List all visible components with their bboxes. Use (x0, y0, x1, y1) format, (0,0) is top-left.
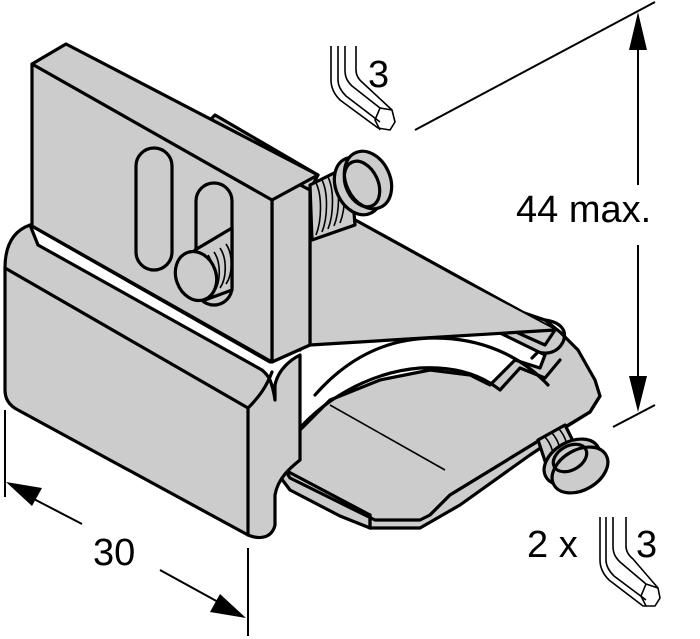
width-dimension: 30 (4, 410, 249, 636)
bottom-cap-screw (536, 423, 610, 495)
hex-key-icon (599, 517, 661, 607)
width-dimension-label: 30 (93, 532, 135, 574)
hex-key-size-bottom: 3 (636, 524, 657, 566)
height-dimension-label: 44 max. (516, 189, 651, 231)
arrow-right-icon (210, 594, 246, 618)
hex-key-size-top: 3 (368, 54, 389, 96)
arrow-left-icon (6, 482, 42, 506)
slot-screw (173, 226, 234, 303)
hex-key-quantity-bottom: 2 x (527, 524, 578, 566)
hex-key-callout-top: 3 (330, 46, 396, 131)
top-cap-screw (308, 149, 394, 242)
hex-key-callout-bottom: 2 x 3 (527, 517, 661, 607)
arrow-down-icon (629, 376, 647, 412)
arrow-up-icon (629, 12, 647, 50)
slot-left (134, 146, 174, 272)
height-dimension: 44 max. (414, 1, 656, 428)
